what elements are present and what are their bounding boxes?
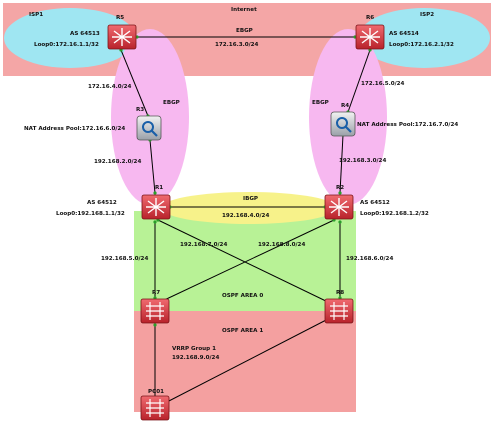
ospf-area1-label: OSPF AREA 1 <box>222 328 263 334</box>
link-r8-pc <box>163 316 332 405</box>
link-r4-r2 <box>338 133 345 195</box>
switch-r8-label: R8 <box>336 290 344 296</box>
r1-loopback-label: Loop0:192.168.1.1/32 <box>56 211 125 217</box>
nat-r4-icon[interactable] <box>330 111 356 137</box>
isp2-label: ISP2 <box>420 12 434 18</box>
router-r5-label: R5 <box>116 15 124 21</box>
link-r6-r4 <box>346 48 372 114</box>
r2-loopback-label: Loop0:192.168.1.2/32 <box>360 211 429 217</box>
as64513-label: AS 64513 <box>70 31 100 37</box>
isp1-label: ISP1 <box>29 12 43 18</box>
router-r3-label: R3 <box>136 107 144 113</box>
nat-r3-icon[interactable] <box>136 115 162 141</box>
net-r4-r2-label: 192.168.3.0/24 <box>339 158 386 164</box>
net-r1-r2-label: 192.168.4.0/24 <box>222 213 269 219</box>
switch-r7-icon[interactable] <box>140 298 170 324</box>
isp1-region <box>4 8 136 68</box>
vrrp-group-label: VRRP Group 1 <box>172 346 216 352</box>
ospf-area0-label: OSPF AREA 0 <box>222 293 263 299</box>
links <box>119 35 372 405</box>
as64512-right-label: AS 64512 <box>360 200 390 206</box>
link-r5-r3 <box>119 48 150 118</box>
link-r2-r7 <box>156 218 336 305</box>
router-r2-label: R2 <box>336 185 344 191</box>
switch-r7-label: R7 <box>152 290 160 296</box>
nat-left-label: NAT Address Pool:172.16.6.0/24 <box>24 126 125 132</box>
net-r5-r6-label: 172.16.3.0/24 <box>215 42 259 48</box>
internet-label: Internet <box>231 7 257 13</box>
net-vrrp-label: 192.168.9.0/24 <box>172 355 219 361</box>
link-r3-r1 <box>148 138 157 195</box>
ebgp-right-label: EBGP <box>312 100 329 106</box>
r6-loopback-label: Loop0:172.16.2.1/32 <box>389 42 454 48</box>
switch-r8-icon[interactable] <box>324 298 354 324</box>
net-r2-r8-label: 192.168.6.0/24 <box>346 256 393 262</box>
as64512-left-label: AS 64512 <box>87 200 117 206</box>
ebgp-top-label: EBGP <box>236 28 253 34</box>
router-r1-label: R1 <box>155 185 163 191</box>
net-r1-r7-label: 192.168.5.0/24 <box>101 256 148 262</box>
as64514-label: AS 64514 <box>389 31 419 37</box>
isp2-region <box>358 8 490 68</box>
router-r6-label: R6 <box>366 15 374 21</box>
router-r6-icon[interactable] <box>355 24 385 50</box>
switch-pc01-label: PC01 <box>148 389 164 395</box>
nat-right-label: NAT Address Pool:172.16.7.0/24 <box>357 122 458 128</box>
router-r2-icon[interactable] <box>324 194 354 220</box>
net-r6-r4-label: 172.16.5.0/24 <box>361 81 405 87</box>
net-r3-r1-label: 192.168.2.0/24 <box>94 159 141 165</box>
ibgp-label: IBGP <box>243 196 258 202</box>
router-r5-icon[interactable] <box>107 24 137 50</box>
r5-loopback-label: Loop0:172.16.1.1/32 <box>34 42 99 48</box>
switch-pc01-icon[interactable] <box>140 395 170 421</box>
net-r5-r3-label: 172.16.4.0/24 <box>88 84 132 90</box>
ebgp-left-label: EBGP <box>163 100 180 106</box>
router-r1-icon[interactable] <box>141 194 171 220</box>
router-r4-label: R4 <box>341 103 349 109</box>
net-r2-r7-label: 192.168.8.0/24 <box>258 242 305 248</box>
net-r1-r8-label: 192.168.7.0/24 <box>180 242 227 248</box>
